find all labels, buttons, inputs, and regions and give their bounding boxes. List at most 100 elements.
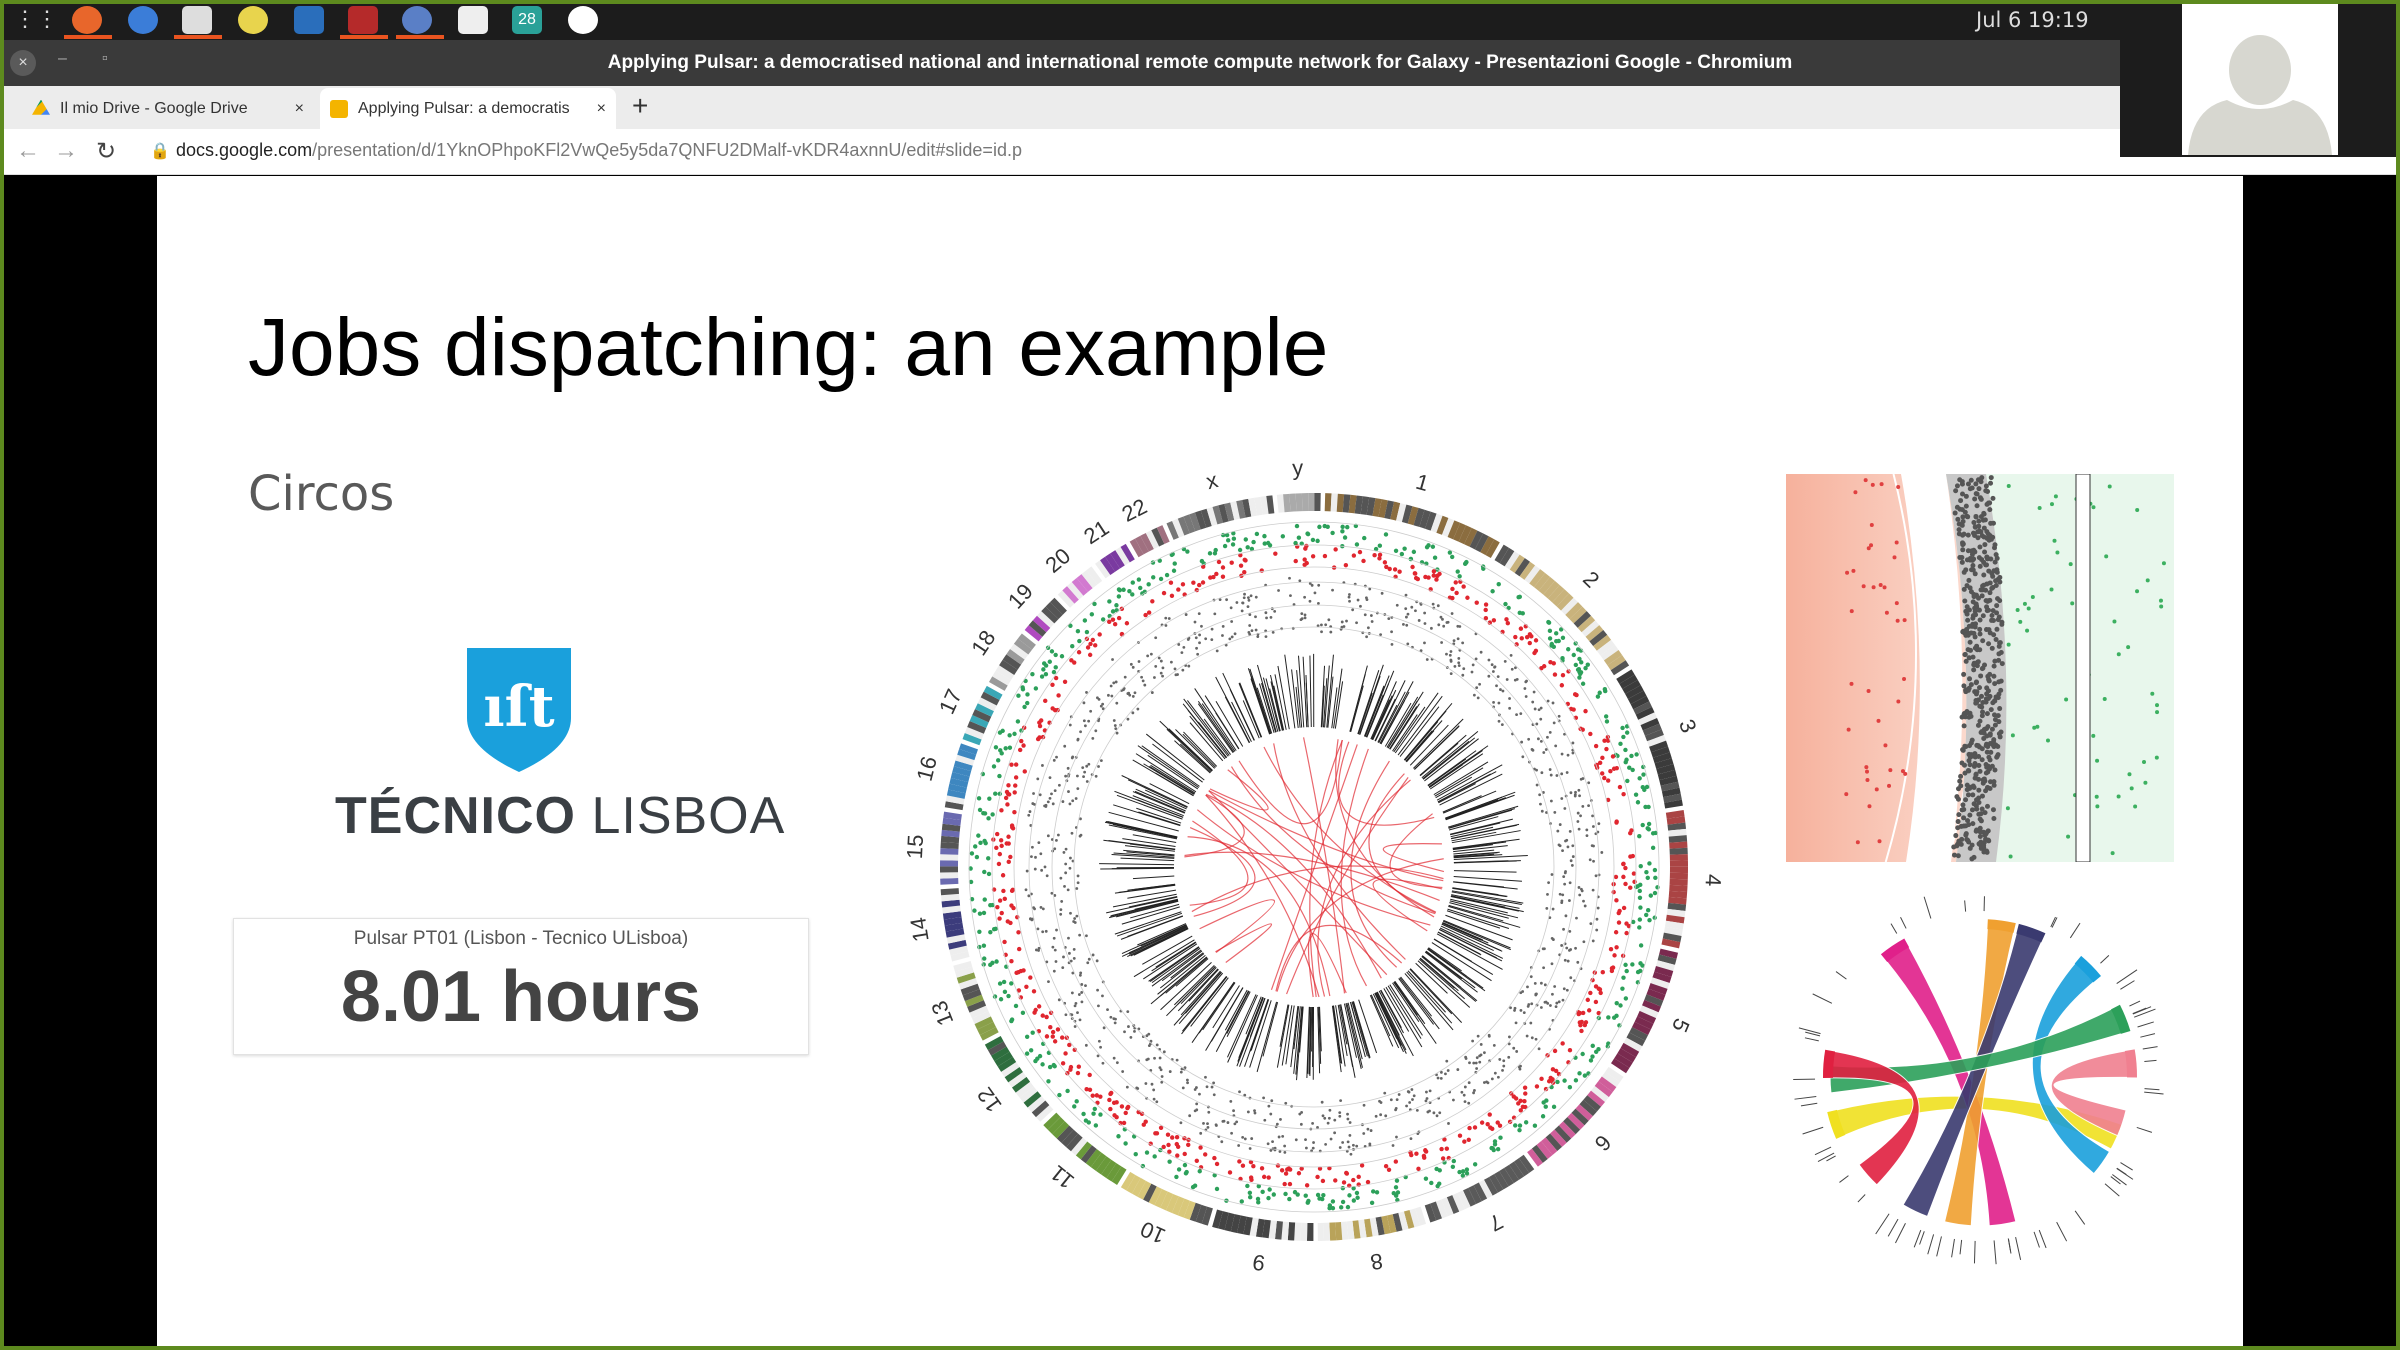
scatter-point-gray: [1070, 831, 1074, 835]
scatter-point: [1030, 1030, 1035, 1035]
chromium-icon[interactable]: [402, 6, 432, 34]
scatter-point-gray: [1250, 629, 1254, 633]
zoom-point: [1965, 481, 1971, 487]
scatter-point-gray: [1060, 900, 1064, 903]
impress-icon[interactable]: [348, 6, 378, 34]
density-bar: [1130, 903, 1180, 919]
scatter-point-gray: [1500, 723, 1504, 726]
scatter-point: [1460, 1169, 1466, 1174]
app-icon[interactable]: [568, 6, 598, 34]
density-bar: [1422, 955, 1462, 988]
reload-icon[interactable]: ↻: [96, 138, 117, 165]
zoom-point-red: [1853, 490, 1858, 495]
scatter-point-gray: [1404, 607, 1408, 611]
scatter-point: [1083, 1118, 1089, 1123]
scatter-point: [1432, 555, 1438, 560]
scatter-point-gray: [1501, 689, 1505, 693]
scatter-point-gray: [1327, 1116, 1331, 1120]
scatter-point-gray: [1369, 1129, 1373, 1132]
ideogram-band: [1275, 1221, 1283, 1240]
ideogram-band: [1659, 775, 1679, 786]
scatter-point-gray: [1220, 1140, 1224, 1144]
scatter-point: [1009, 981, 1014, 986]
text-editor-icon[interactable]: [458, 6, 488, 34]
scatter-point-gray: [1579, 814, 1582, 818]
ideogram-band: [941, 829, 960, 838]
files-icon[interactable]: [182, 6, 212, 34]
tab-close-icon[interactable]: ×: [294, 99, 304, 117]
tab-slides[interactable]: Applying Pulsar: a democratis ×: [320, 88, 616, 129]
scatter-point-gray: [1366, 1127, 1370, 1131]
rhythmbox-icon[interactable]: [238, 6, 268, 34]
scatter-point: [1519, 636, 1524, 641]
scatter-point-gray: [1221, 624, 1225, 628]
scatter-point: [1423, 574, 1428, 580]
zoom-point-green: [2070, 601, 2075, 606]
scatter-point-gray: [1079, 817, 1082, 821]
scatter-point: [1552, 1048, 1558, 1054]
zoom-point: [1969, 856, 1975, 862]
url-field[interactable]: docs.google.com/presentation/d/1YknOPhpo…: [176, 140, 1022, 161]
scatter-point: [1492, 1142, 1498, 1147]
scatter-point: [1282, 1181, 1287, 1187]
scatter-point-gray: [1530, 1002, 1534, 1006]
ideogram-band: [1499, 547, 1515, 567]
scatter-point: [1373, 546, 1379, 552]
scatter-point-gray: [1143, 683, 1147, 687]
tab-google-drive[interactable]: Il mio Drive - Google Drive ×: [22, 88, 314, 129]
density-bar: [1448, 816, 1499, 831]
slide-canvas[interactable]: Jobs dispatching: an example Circos ıſt …: [157, 176, 2243, 1350]
scatter-point-gray: [1345, 619, 1348, 623]
scatter-point: [1197, 1169, 1202, 1174]
scatter-point: [1423, 1176, 1429, 1181]
density-bar: [1358, 999, 1378, 1054]
thunderbird-icon[interactable]: [128, 6, 158, 34]
scatter-point-gray: [1154, 665, 1158, 668]
density-bar: [1387, 985, 1422, 1039]
scatter-point-gray: [1460, 1090, 1464, 1094]
scatter-point-gray: [1574, 946, 1577, 950]
calendar-icon[interactable]: 28: [512, 6, 542, 34]
scatter-point-gray: [1541, 947, 1545, 951]
writer-icon[interactable]: [294, 6, 324, 34]
window-close-button[interactable]: ×: [10, 50, 36, 76]
scatter-point: [1354, 542, 1360, 547]
ideogram-band: [940, 878, 959, 885]
window-minimize-button[interactable]: –: [58, 50, 67, 67]
scatter-point-gray: [1594, 832, 1598, 836]
forward-icon[interactable]: →: [54, 137, 78, 164]
link-curve: [1340, 748, 1369, 987]
window-maximize-button[interactable]: ▫: [102, 50, 108, 67]
ideogram-band: [959, 743, 979, 755]
ideogram-band: [1605, 1066, 1624, 1083]
ideogram-band: [1047, 1116, 1065, 1135]
scatter-point-gray: [1497, 701, 1501, 705]
ideogram-band: [1616, 669, 1635, 684]
scatter-point: [1393, 1193, 1399, 1198]
scatter-point: [1645, 908, 1651, 913]
app-grid-icon[interactable]: ⋮⋮: [14, 6, 58, 31]
ideogram-band: [1076, 574, 1093, 592]
zoom-point: [1995, 713, 2001, 719]
scatter-point-gray: [1468, 1061, 1471, 1065]
scatter-point-gray: [1569, 791, 1573, 795]
zoom-point-red: [1871, 585, 1876, 590]
scatter-point-gray: [1298, 1112, 1302, 1116]
scatter-point: [1174, 1141, 1179, 1147]
tab-close-icon[interactable]: ×: [596, 99, 606, 117]
scatter-point: [1369, 1200, 1375, 1206]
back-icon[interactable]: ←: [16, 137, 40, 164]
scatter-point: [1596, 1010, 1601, 1016]
new-tab-button[interactable]: +: [632, 90, 649, 121]
scatter-point-gray: [1560, 899, 1564, 903]
scatter-point-gray: [1449, 650, 1453, 653]
scatter-point: [1296, 535, 1302, 540]
scatter-point-gray: [1254, 595, 1258, 599]
scatter-point-gray: [1068, 802, 1072, 806]
density-bar: [1353, 1001, 1371, 1058]
clock[interactable]: Jul 6 19:19: [1976, 8, 2089, 32]
firefox-icon[interactable]: [72, 6, 102, 34]
scatter-point-gray: [1082, 701, 1086, 705]
zoom-point-red: [1845, 570, 1850, 575]
ideogram-band: [1230, 1214, 1241, 1233]
